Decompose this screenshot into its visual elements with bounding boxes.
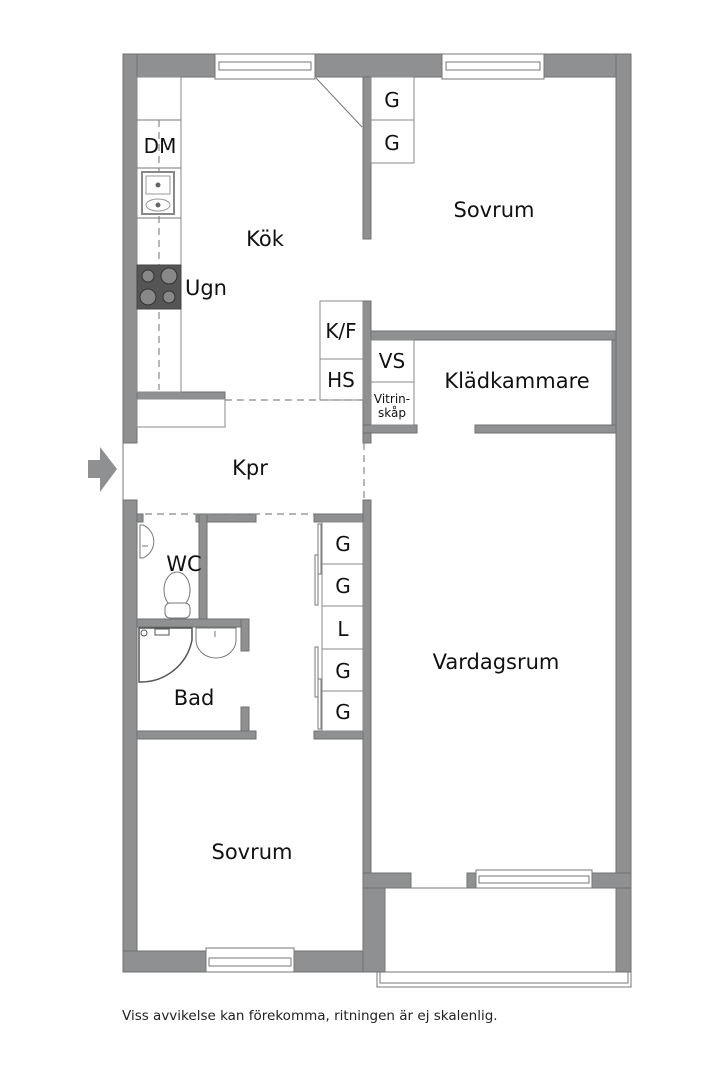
room-label-bathroom: Bad (174, 686, 215, 710)
fixture-label-dishwasher: DM (144, 134, 177, 158)
interior-walls (136, 76, 617, 874)
wardrobe-label: G (384, 131, 400, 155)
wardrobe-label: G (384, 88, 400, 112)
toilet-icon (163, 571, 191, 619)
room-label-bedroom-bottom: Sovrum (211, 840, 292, 864)
room-label-walk-in-closet: Klädkammare (444, 369, 589, 393)
room-label-hallway: Kpr (232, 456, 268, 480)
bedroom-wardrobes (370, 76, 415, 164)
fixture-label-vs: VS (379, 349, 405, 373)
fixture-label-oven: Ugn (185, 276, 227, 300)
fixture-label-display-cabinet-1: Vitrin- (374, 392, 410, 406)
room-label-bedroom-top: Sovrum (453, 198, 534, 222)
closet-cabinets (370, 339, 415, 426)
hall-wardrobes (314, 521, 364, 732)
sink-icon (141, 171, 175, 215)
fixture-label-hall-closet: HS (327, 368, 355, 392)
thresholds (145, 399, 365, 515)
room-label-kitchen: Kök (246, 227, 285, 251)
fixture-label-fridge-freezer: K/F (325, 319, 356, 343)
room-label-living-room: Vardagsrum (433, 650, 560, 674)
wc-fixtures (139, 524, 191, 619)
hall-wardrobe-label: G (335, 532, 351, 556)
fixture-label-display-cabinet-2: skåp (378, 406, 406, 420)
hall-wardrobe-label: G (335, 659, 351, 683)
outer-walls (122, 53, 632, 973)
room-label-wc: WC (166, 552, 201, 576)
balcony (376, 887, 632, 988)
washbasin-icon (195, 627, 237, 659)
hall-wardrobe-label: G (335, 700, 351, 724)
entrance-arrow-icon (88, 447, 117, 492)
disclaimer-text: Viss avvikelse kan förekomma, ritningen … (122, 1008, 498, 1024)
kitchen-counter (136, 76, 364, 428)
windows (205, 53, 593, 973)
stove-icon (136, 264, 182, 310)
hall-wardrobe-label: L (337, 617, 349, 641)
hall-wardrobe-label: G (335, 574, 351, 598)
shower-icon (138, 627, 193, 683)
bath-fixtures (138, 627, 237, 683)
